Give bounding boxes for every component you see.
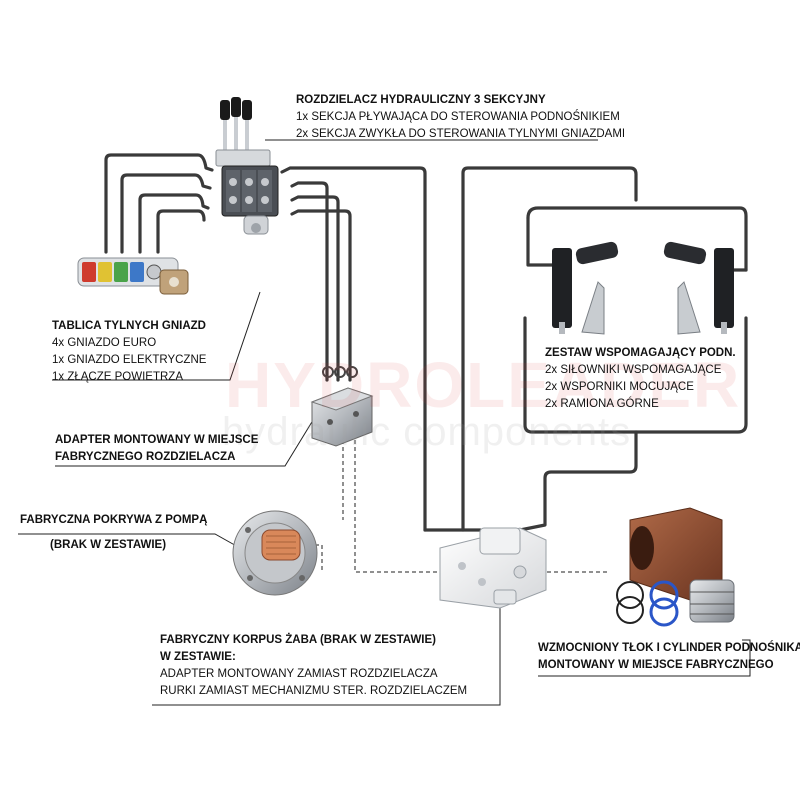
label-panel-line: 4x GNIAZDO EURO <box>52 337 157 349</box>
hose-assist-return <box>518 430 638 532</box>
label-valve: ROZDZIELACZ HYDRAULICZNY 3 SEKCYJNY 1x S… <box>296 92 625 143</box>
factory-body <box>439 527 547 609</box>
label-valve-title: ROZDZIELACZ HYDRAULICZNY 3 SEKCYJNY <box>296 94 546 106</box>
label-valve-line: 1x SEKCJA PŁYWAJĄCA DO STEROWANIA PODNOŚ… <box>296 111 620 123</box>
label-panel-line: 1x GNIAZDO ELEKTRYCZNE <box>52 354 207 366</box>
lift-cylinder-piston <box>616 507 735 627</box>
hoses <box>104 153 748 532</box>
label-valve-line: 2x SEKCJA ZWYKŁA DO STEROWANIA TYLNYMI G… <box>296 128 626 140</box>
label-cover-title: FABRYCZNA POKRYWA Z POMPĄ <box>20 514 208 526</box>
label-cover-line: (BRAK W ZESTAWIE) <box>50 539 167 551</box>
hose-main-feed <box>461 166 638 532</box>
label-panel-title: TABLICA TYLNYCH GNIAZD <box>52 320 206 332</box>
label-cover: FABRYCZNA POKRYWA Z POMPĄ (BRAK W ZESTAW… <box>20 512 207 554</box>
label-assist-title: ZESTAW WSPOMAGAJĄCY PODN. <box>545 347 736 359</box>
label-piston-line: MONTOWANY W MIEJSCE FABRYCZNEGO <box>538 659 774 671</box>
assist-cylinders <box>552 241 734 335</box>
label-adapter-title: ADAPTER MONTOWANY W MIEJSCE <box>55 434 259 446</box>
watermark-tagline: hydraulic components <box>222 410 632 454</box>
hose-left-cyl-top <box>526 216 562 267</box>
hose-panel-3 <box>138 193 210 254</box>
label-piston-title: WZMOCNIONY TŁOK I CYLINDER PODNOŚNIKA <box>538 642 800 654</box>
label-body: FABRYCZNY KORPUS ŻABA (BRAK W ZESTAWIE) … <box>160 632 467 700</box>
label-panel-line: 1x ZŁĄCZE POWIETRZA <box>52 371 183 383</box>
hose-adapter-2 <box>290 195 340 382</box>
factory-cover-pump <box>232 510 318 596</box>
hydraulic-valve <box>215 97 279 235</box>
label-body-subtitle: W ZESTAWIE: <box>160 651 236 663</box>
label-panel: TABLICA TYLNYCH GNIAZD 4x GNIAZDO EURO 1… <box>52 318 206 386</box>
label-assist: ZESTAW WSPOMAGAJĄCY PODN. 2x SIŁOWNIKI W… <box>545 345 736 413</box>
label-body-line: ADAPTER MONTOWANY ZAMIAST ROZDZIELACZA <box>160 668 438 680</box>
label-assist-line: 2x SIŁOWNIKI WSPOMAGAJĄCE <box>545 364 722 376</box>
label-piston: WZMOCNIONY TŁOK I CYLINDER PODNOŚNIKA MO… <box>538 640 800 674</box>
label-body-line: RURKI ZAMIAST MECHANIZMU STER. ROZDZIELA… <box>160 685 468 697</box>
leader-lines <box>18 139 751 706</box>
label-assist-line: 2x WSPORNIKI MOCUJĄCE <box>545 381 694 393</box>
hose-panel-4 <box>156 209 206 254</box>
watermark-brand: HYDROLEADER <box>225 349 742 421</box>
hose-adapter-1 <box>290 181 329 382</box>
rear-socket-panel <box>77 257 189 295</box>
dashed-leaders <box>308 440 610 573</box>
hose-cross-top <box>526 206 748 272</box>
hose-adapter-3 <box>290 209 352 382</box>
hose-valve-return <box>280 166 427 532</box>
label-assist-line: 2x RAMIONA GÓRNE <box>545 398 659 410</box>
adapter-block <box>310 366 374 447</box>
label-adapter-line: FABRYCZNEGO ROZDZIELACZA <box>55 451 236 463</box>
label-adapter: ADAPTER MONTOWANY W MIEJSCE FABRYCZNEGO … <box>55 432 258 466</box>
hose-panel-2 <box>120 173 212 254</box>
label-body-title: FABRYCZNY KORPUS ŻABA (BRAK W ZESTAWIE) <box>160 634 436 646</box>
hose-panel-1 <box>104 153 214 254</box>
